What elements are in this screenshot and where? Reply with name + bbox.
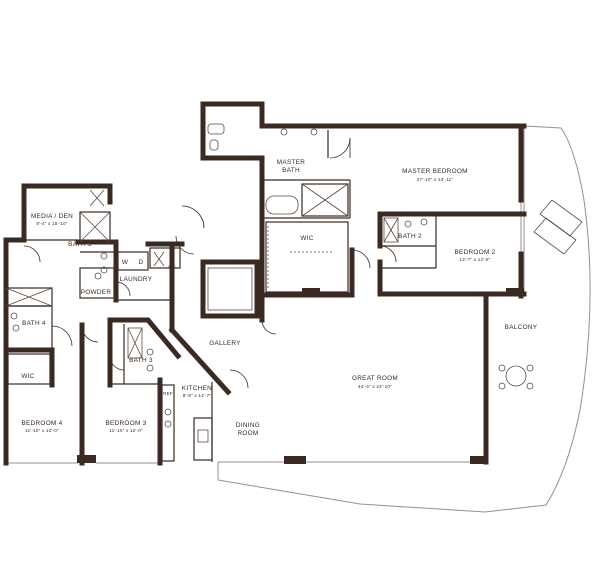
great-room-label: GREAT ROOM (352, 375, 398, 382)
dining-label-1: DINING (236, 422, 260, 429)
columns (77, 288, 524, 464)
master-bedroom-dim: 27'-10" x 13'-11" (417, 177, 454, 182)
bath-4-label: BATH 4 (22, 320, 46, 327)
kitchen-dim: 8'-8" x 14'-7" (183, 393, 212, 398)
bedroom-2-dim: 13'-7" x 12'-8" (459, 257, 490, 262)
master-bath-label-1: MASTER (277, 159, 306, 166)
fixtures (5, 123, 583, 443)
bedroom-4-label: BEDROOM 4 (21, 420, 62, 427)
partitions (5, 130, 437, 462)
gallery-label: GALLERY (209, 340, 241, 347)
doors (23, 137, 397, 389)
labels: MASTER BEDROOM 27'-10" x 13'-11" MASTER … (21, 159, 537, 437)
kitchen-label: KITCHEN (182, 385, 212, 392)
bedroom-3-dim: 11'-10" x 12'-0" (109, 428, 143, 433)
bedroom-4-dim: 11'-10" x 12'-0" (25, 428, 59, 433)
laundry-label: LAUNDRY (120, 276, 153, 283)
washer-label: W (122, 259, 129, 266)
dining-label-2: ROOM (237, 430, 258, 437)
powder-label: POWDER (81, 289, 112, 296)
ac-top-label: A/C (92, 184, 101, 189)
ac-laundry-label: A/C (168, 264, 177, 269)
media-den-label: MEDIA / DEN (31, 213, 73, 220)
bedroom-3-label: BEDROOM 3 (105, 420, 146, 427)
media-den-dim: 8'-4" x 15'-10" (36, 221, 67, 226)
balcony-outline (217, 125, 591, 513)
wic-bed4-label: WIC (21, 373, 34, 380)
bath-2-label: BATH 2 (398, 233, 422, 240)
great-room-dim: 44'-4" x 24'-10" (358, 384, 392, 389)
bath-3-label: BATH 3 (129, 357, 153, 364)
master-bedroom-label: MASTER BEDROOM (402, 168, 468, 175)
balcony-label: BALCONY (505, 324, 538, 331)
walls (3, 101, 527, 466)
master-bath-label-2: BATH (282, 167, 300, 174)
bath-5-label: BATH 5 (68, 241, 92, 248)
wic-master-label: WIC (300, 235, 313, 242)
dryer-label: D (139, 259, 144, 266)
bedroom-2-label: BEDROOM 2 (454, 249, 495, 256)
ref-label: REF (163, 391, 173, 396)
